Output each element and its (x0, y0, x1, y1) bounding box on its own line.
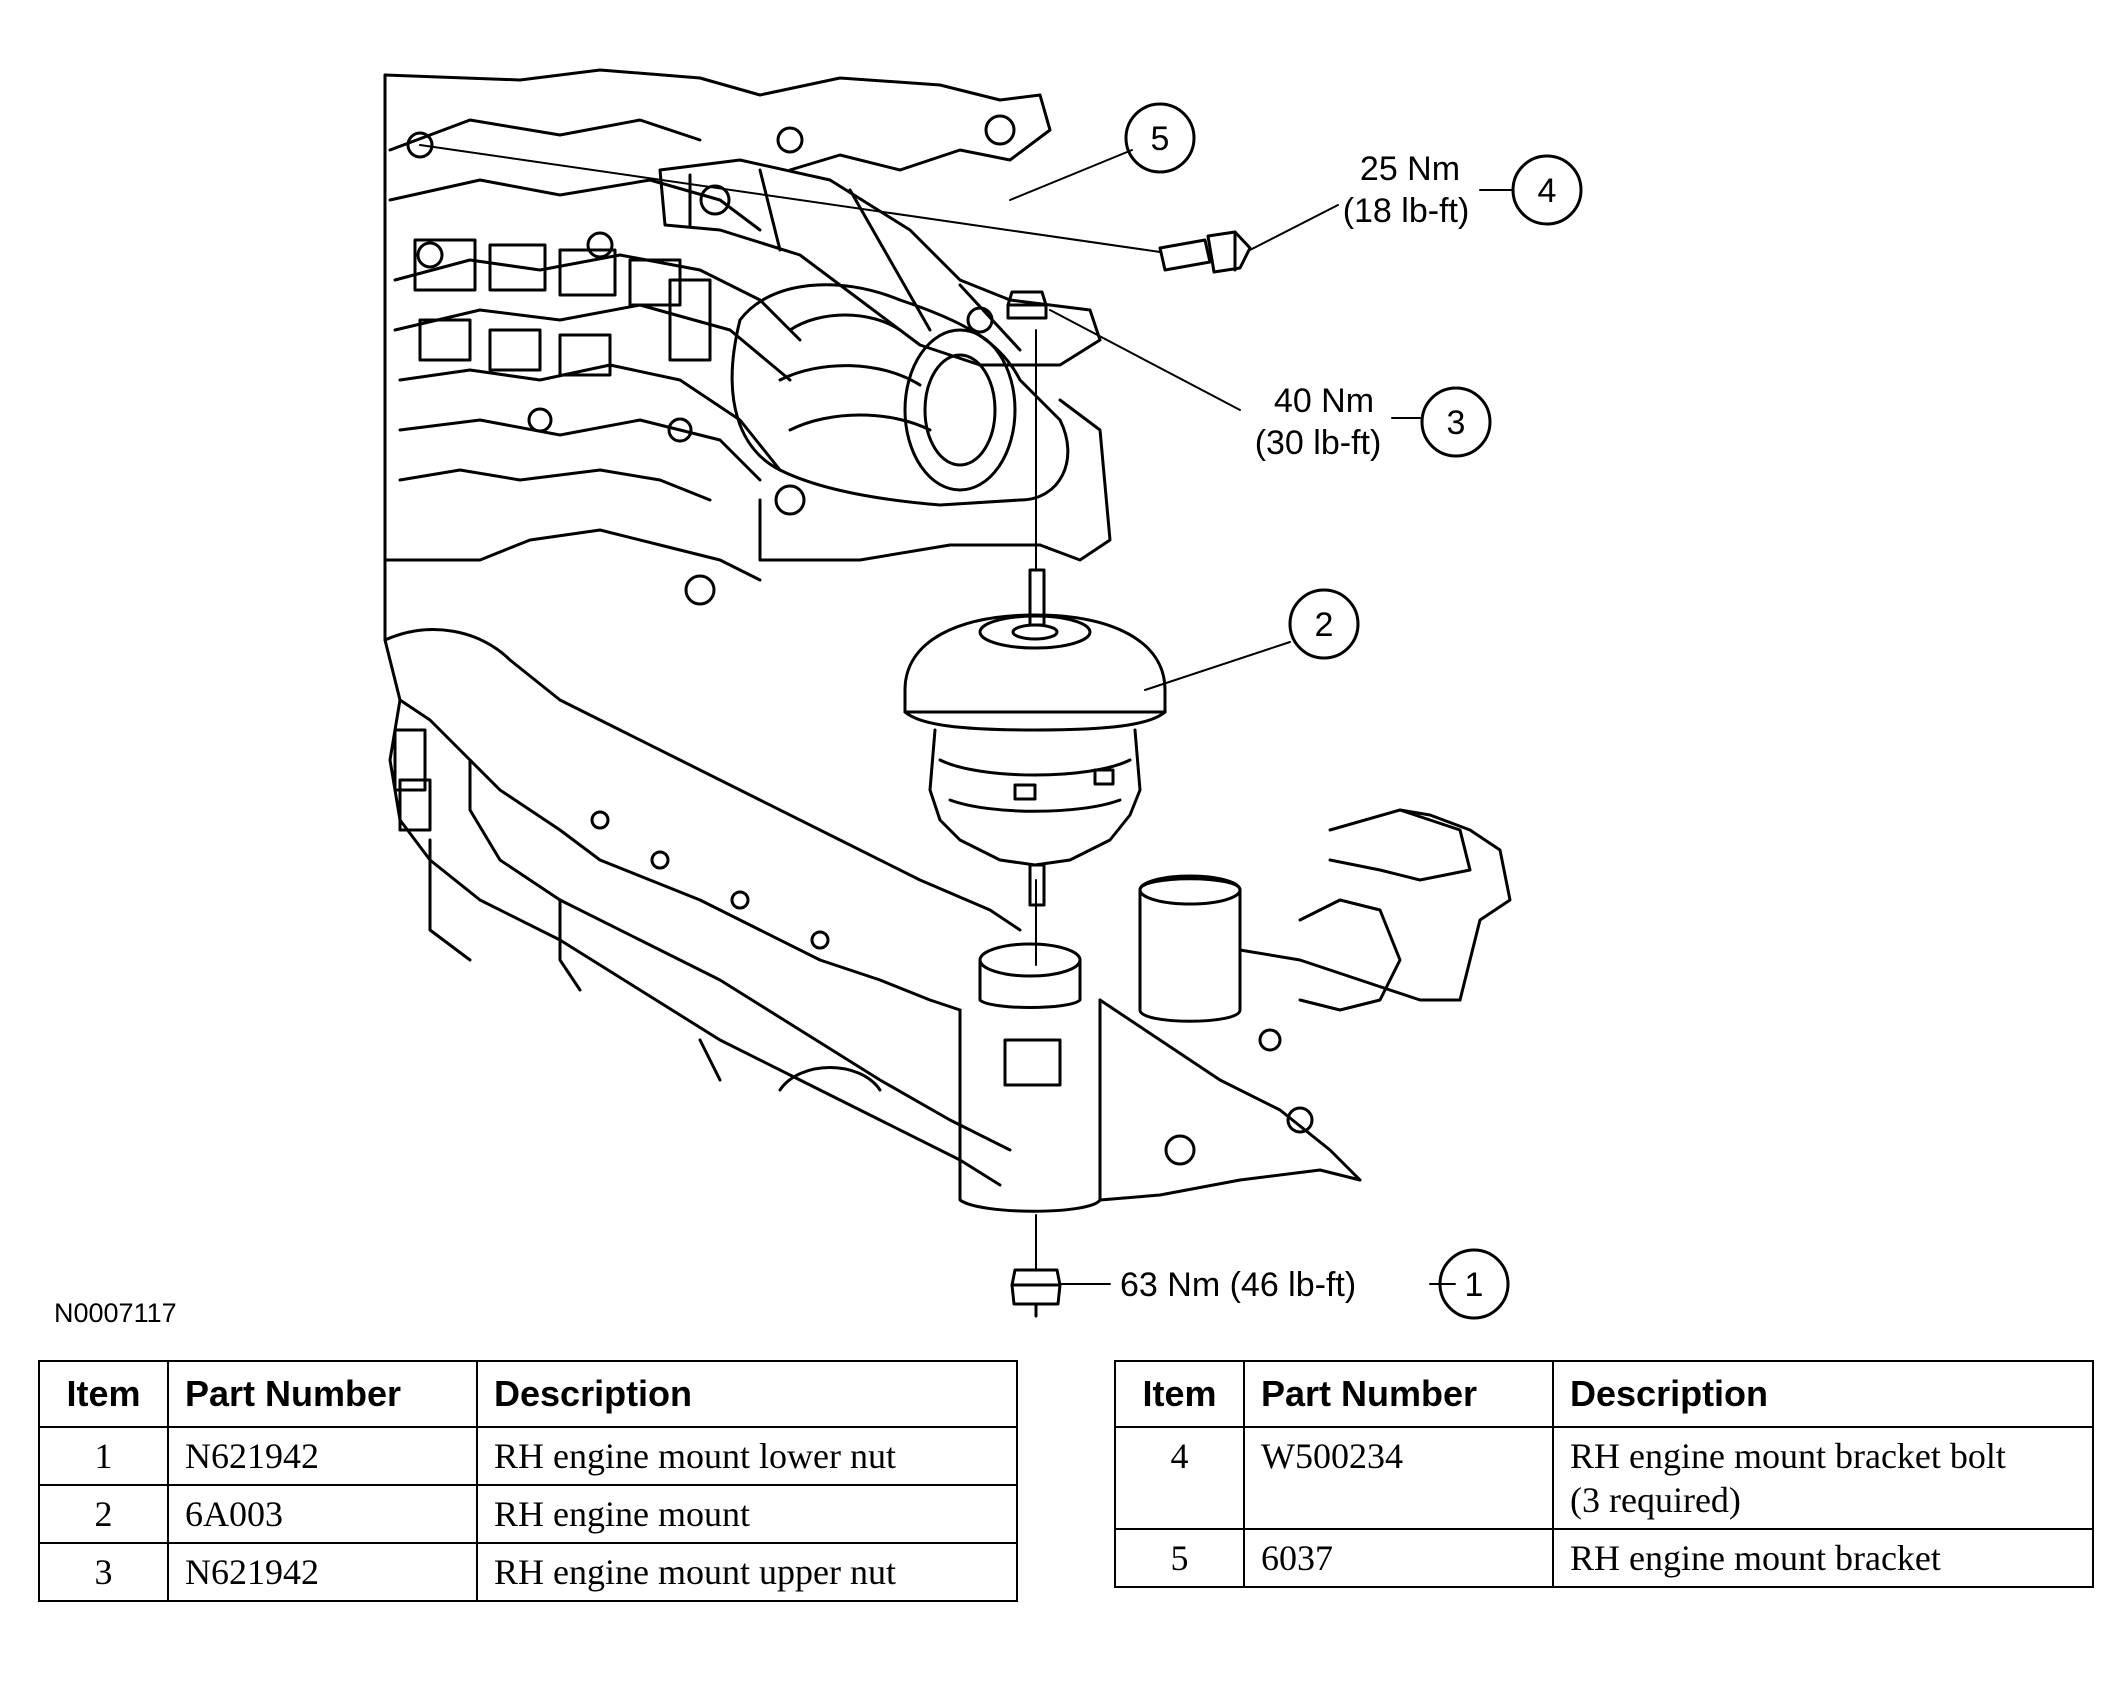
cell-item: 5 (1114, 1528, 1245, 1588)
table-row: 5 6037 RH engine mount bracket (1114, 1528, 2094, 1588)
callout-number-1: 1 (1465, 1266, 1484, 1304)
torque-label-4-lbft: (18 lb-ft) (1343, 192, 1470, 230)
description-line-2: (3 required) (1570, 1480, 1741, 1520)
figure-id: N0007117 (54, 1298, 177, 1328)
cell-part-number: N621942 (167, 1426, 478, 1486)
engine-mount-bracket (658, 158, 1102, 367)
cell-part-number: W500234 (1243, 1426, 1554, 1530)
torque-label-4-nm: 25 Nm (1360, 150, 1460, 188)
callout-circle-4 (1511, 154, 1583, 226)
torque-label-3-nm: 40 Nm (1274, 382, 1374, 420)
bracket-bolt (1158, 230, 1252, 274)
header-item: Item (38, 1360, 169, 1428)
cell-description: RH engine mount bracket (1552, 1528, 2094, 1588)
lower-nut (1010, 1268, 1062, 1318)
header-part-number: Part Number (1243, 1360, 1554, 1428)
callout-leaders (1009, 149, 1513, 1285)
callout-number-2: 2 (1315, 606, 1334, 644)
callout-circle-3 (1420, 386, 1492, 458)
upper-nut (1006, 290, 1048, 320)
subframe-illustration (383, 558, 1512, 1213)
header-description: Description (1552, 1360, 2094, 1428)
cell-part-number: 6037 (1243, 1528, 1554, 1588)
callout-number-4: 4 (1538, 172, 1557, 210)
table-row: 4 W500234 RH engine mount bracket bolt (… (1114, 1426, 2094, 1530)
cell-item: 1 (38, 1426, 169, 1486)
engine-illustration (383, 68, 1112, 606)
table-header-row: Item Part Number Description (1114, 1360, 2094, 1428)
cell-description: RH engine mount upper nut (476, 1542, 1018, 1602)
parts-table-left: Item Part Number Description 1 N621942 R… (38, 1360, 1018, 1602)
table-row: 2 6A003 RH engine mount (38, 1484, 1018, 1544)
header-part-number: Part Number (167, 1360, 478, 1428)
engine-mount-diagram: 1 2 3 4 5 63 Nm (46 lb-ft) 40 Nm (30 lb-… (383, 68, 1583, 1320)
cell-part-number: N621942 (167, 1542, 478, 1602)
table-row: 1 N621942 RH engine mount lower nut (38, 1426, 1018, 1486)
callout-number-5: 5 (1151, 120, 1170, 158)
description-line-1: RH engine mount bracket bolt (1570, 1436, 2006, 1476)
cell-part-number: 6A003 (167, 1484, 478, 1544)
header-description: Description (476, 1360, 1018, 1428)
cell-description: RH engine mount bracket bolt (3 required… (1552, 1426, 2094, 1530)
header-item: Item (1114, 1360, 1245, 1428)
table-header-row: Item Part Number Description (38, 1360, 1018, 1428)
cell-item: 4 (1114, 1426, 1245, 1530)
cell-description: RH engine mount (476, 1484, 1018, 1544)
callout-circles (1124, 102, 1583, 1320)
cell-item: 3 (38, 1542, 169, 1602)
cell-item: 2 (38, 1484, 169, 1544)
torque-label-1: 63 Nm (46 lb-ft) (1120, 1266, 1356, 1304)
callout-circle-5 (1124, 102, 1196, 174)
parts-table-right: Item Part Number Description 4 W500234 R… (1114, 1360, 2094, 1588)
callout-circle-2 (1288, 588, 1360, 660)
table-row: 3 N621942 RH engine mount upper nut (38, 1542, 1018, 1602)
callout-number-3: 3 (1447, 404, 1466, 442)
callout-circle-1 (1438, 1248, 1510, 1320)
cell-description: RH engine mount lower nut (476, 1426, 1018, 1486)
engine-mount (903, 568, 1167, 907)
torque-label-3-lbft: (30 lb-ft) (1255, 424, 1382, 462)
